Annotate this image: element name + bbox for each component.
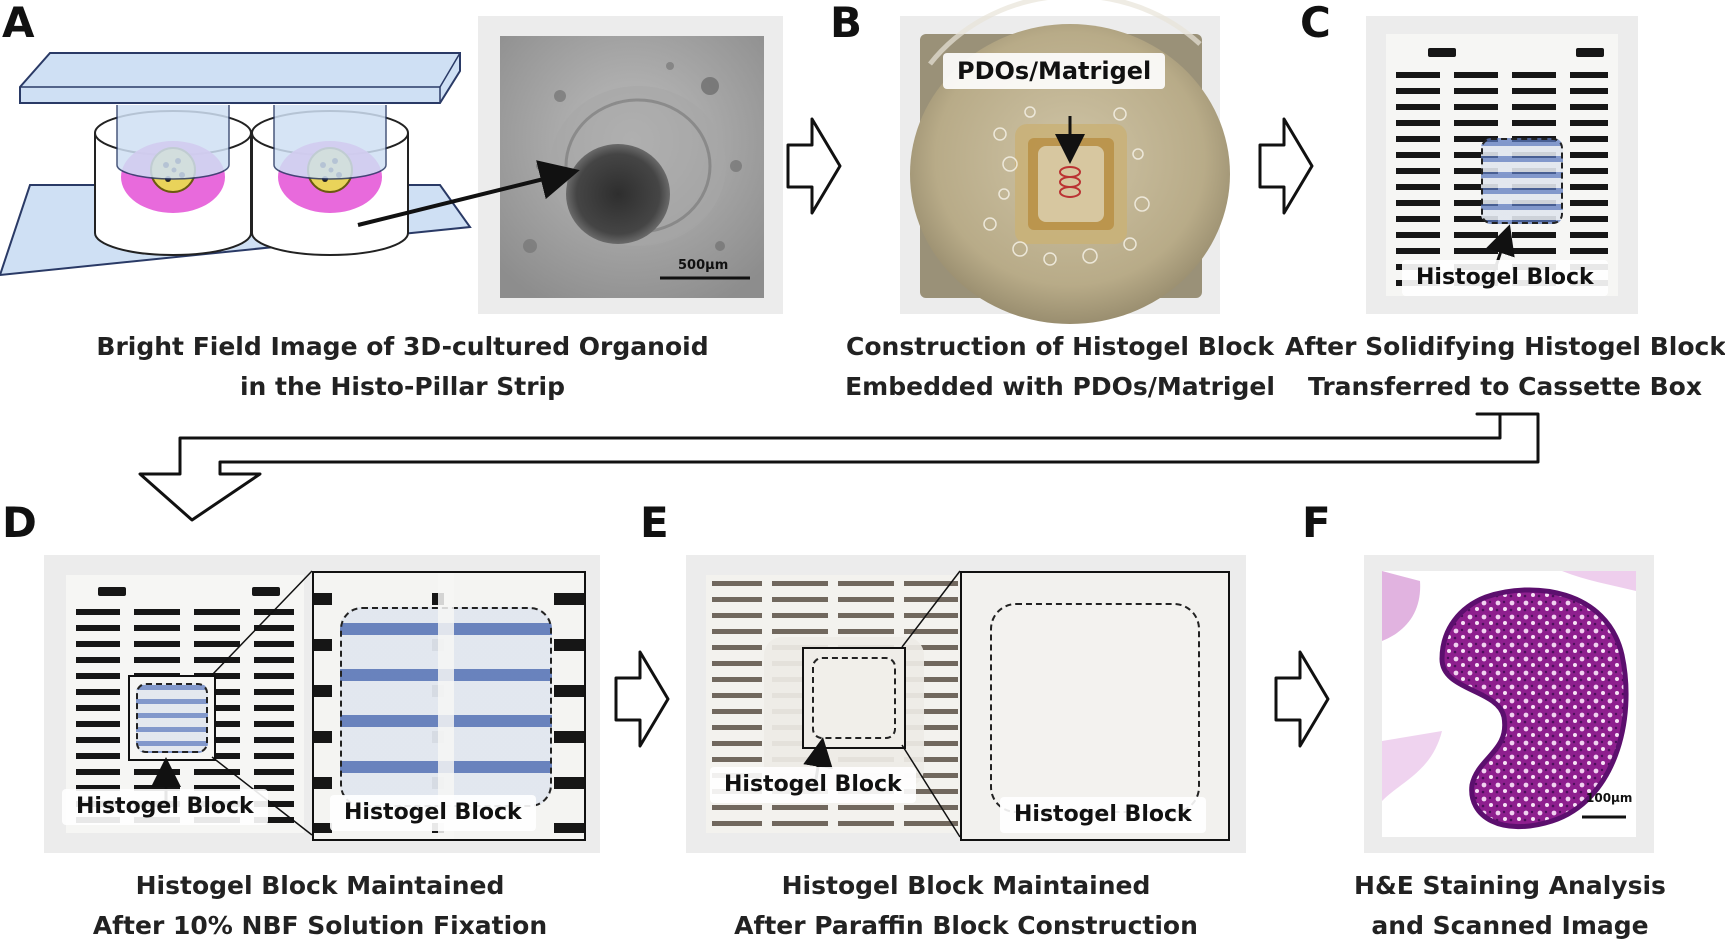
histogel-block-outline-c <box>1481 138 1563 224</box>
panel-letter-c: C <box>1300 0 1331 47</box>
histogel-block-label-e-left: Histogel Block <box>710 767 916 803</box>
scale-bar-label-a: 500μm <box>678 258 729 273</box>
nbf-fixation-frame: Histogel Block Histogel Block <box>44 555 600 853</box>
step-arrow-e-f <box>1274 650 1330 748</box>
cassette-box-frame: Histogel Block <box>1366 16 1638 314</box>
panel-letter-f: F <box>1302 498 1331 547</box>
caption-c-line2: Transferred to Cassette Box <box>1308 372 1702 401</box>
caption-c-line1: After Solidifying Histogel Block, <box>1285 332 1725 361</box>
paraffin-block-frame: Histogel Block Histogel Block <box>686 555 1246 853</box>
step-arrow-b-c <box>1258 117 1314 215</box>
histogel-block-outline-e-small <box>812 657 896 739</box>
caption-d-line2: After 10% NBF Solution Fixation <box>92 911 548 940</box>
step-arrow-d-e <box>614 650 670 748</box>
histogel-block-outline-e-zoom <box>990 603 1200 813</box>
histo-pillar-strip-illustration <box>0 52 472 277</box>
histogel-block-outline-d-small <box>136 683 208 753</box>
caption-f-line1: H&E Staining Analysis <box>1354 871 1666 900</box>
histogel-block-label-d-left: Histogel Block <box>62 789 268 825</box>
caption-a-line2: in the Histo-Pillar Strip <box>239 372 566 401</box>
caption-d-line1: Histogel Block Maintained <box>135 871 505 900</box>
histogel-construction-photo <box>910 0 1230 324</box>
caption-e-line1: Histogel Block Maintained <box>781 871 1151 900</box>
histogel-block-label-e-right: Histogel Block <box>1000 797 1206 833</box>
caption-c: After Solidifying Histogel Block, Transf… <box>1285 327 1725 407</box>
caption-b: Construction of Histogel Block Embedded … <box>800 327 1320 407</box>
panel-letter-d: D <box>2 498 37 547</box>
nbf-zoom-photo <box>312 571 586 841</box>
he-stain-frame: 100μm <box>1364 555 1654 853</box>
paraffin-zoom-photo <box>960 571 1230 841</box>
panel-letter-b: B <box>830 0 863 47</box>
caption-d: Histogel Block Maintained After 10% NBF … <box>0 866 640 946</box>
scale-bar-label-f: 100μm <box>1586 791 1633 805</box>
zoom-lines-e <box>901 570 961 838</box>
histogel-block-label-c: Histogel Block <box>1402 260 1608 296</box>
caption-b-line1: Construction of Histogel Block <box>846 332 1274 361</box>
pdos-matrigel-label: PDOs/Matrigel <box>943 53 1166 89</box>
histogel-block-label-d-right: Histogel Block <box>330 795 536 831</box>
caption-a: Bright Field Image of 3D-cultured Organo… <box>0 327 805 407</box>
caption-f: H&E Staining Analysis and Scanned Image <box>1300 866 1720 946</box>
cassette-box-photo <box>1386 34 1618 296</box>
caption-b-line2: Embedded with PDOs/Matrigel <box>845 372 1275 401</box>
caption-e-line2: After Paraffin Block Construction <box>734 911 1198 940</box>
panel-letter-a: A <box>2 0 35 47</box>
caption-e: Histogel Block Maintained After Paraffin… <box>656 866 1276 946</box>
he-stained-section-image <box>1382 571 1636 837</box>
step-arrow-a-b <box>786 117 842 215</box>
caption-a-line1: Bright Field Image of 3D-cultured Organo… <box>96 332 709 361</box>
histogel-construction-frame: PDOs/Matrigel <box>900 0 1230 324</box>
caption-f-line2: and Scanned Image <box>1371 911 1649 940</box>
panel-letter-e: E <box>640 498 669 547</box>
